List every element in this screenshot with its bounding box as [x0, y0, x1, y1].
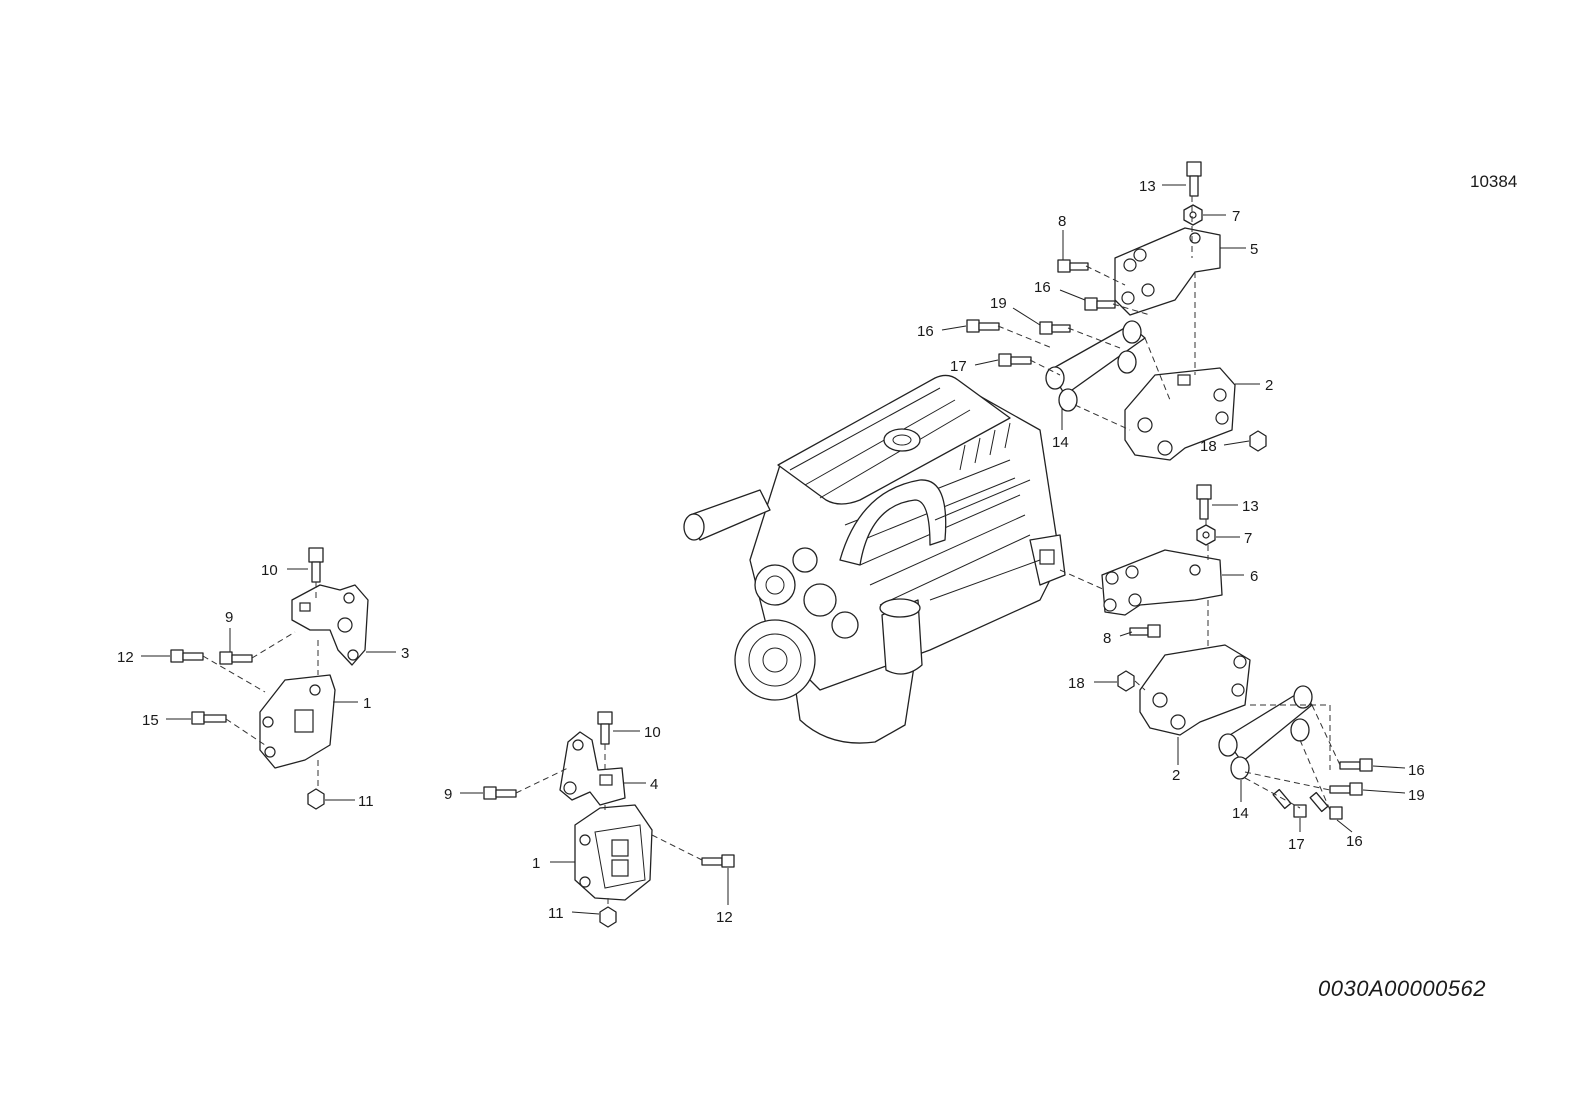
- callout-10-left: 10: [261, 562, 278, 579]
- nut-18-upper: [1249, 430, 1267, 452]
- bolt-16-upper-b: [966, 319, 1000, 333]
- bolt-8-upper: [1057, 259, 1089, 273]
- callout-16-upper-b: 16: [917, 323, 934, 340]
- bolt-8-middle: [1129, 624, 1161, 638]
- bracket-6: [1101, 549, 1223, 616]
- callout-14-middle: 14: [1232, 805, 1249, 822]
- engine-assembly: [683, 374, 1066, 744]
- callout-18-upper: 18: [1200, 438, 1217, 455]
- callout-7-upper: 7: [1232, 208, 1240, 225]
- callout-10-lower: 10: [644, 724, 661, 741]
- nut-18-middle: [1117, 670, 1135, 692]
- bolt-10-left: [308, 547, 324, 583]
- bolt-17-middle: [1272, 788, 1307, 818]
- callout-16-middle-b: 16: [1346, 833, 1363, 850]
- bolt-16-upper-a: [1084, 297, 1116, 311]
- callout-9-left: 9: [225, 609, 233, 626]
- nut-11-left: [307, 788, 325, 810]
- callout-16-middle-a: 16: [1408, 762, 1425, 779]
- callout-19-upper: 19: [990, 295, 1007, 312]
- callout-8-middle: 8: [1103, 630, 1111, 647]
- drawing-code: 0030A00000562: [1318, 976, 1486, 1001]
- upper-right-mount-group: [966, 161, 1267, 461]
- lower-middle-mount-group: [483, 711, 735, 928]
- mount-2-upper: [1124, 367, 1236, 461]
- bolt-12-left: [170, 649, 204, 663]
- callout-12-lower: 12: [716, 909, 733, 926]
- callout-11-left: 11: [358, 793, 374, 810]
- callout-2-upper: 2: [1265, 377, 1273, 394]
- callout-13-upper: 13: [1139, 178, 1156, 195]
- mount-2-middle: [1139, 644, 1251, 736]
- left-mount-group: [170, 547, 369, 810]
- callout-8-upper: 8: [1058, 213, 1066, 230]
- bolt-19-middle: [1329, 782, 1363, 796]
- bolt-9-lower: [483, 786, 517, 800]
- callout-17-upper: 17: [950, 358, 967, 375]
- bolt-17-upper: [998, 353, 1032, 367]
- callout-2-middle: 2: [1172, 767, 1180, 784]
- bolt-15-left: [191, 711, 227, 725]
- callout-17-middle: 17: [1288, 836, 1305, 853]
- leader-lines: [141, 184, 1406, 915]
- bolt-9-left: [219, 651, 253, 665]
- callout-13-middle: 13: [1242, 498, 1259, 515]
- callout-3: 3: [401, 645, 409, 662]
- bolt-19-upper: [1039, 321, 1071, 335]
- callout-11-lower: 11: [548, 905, 564, 922]
- bolt-13-upper: [1186, 161, 1202, 197]
- callout-14-upper: 14: [1052, 434, 1069, 451]
- callout-18-middle: 18: [1068, 675, 1085, 692]
- callout-16-upper-a: 16: [1034, 279, 1051, 296]
- bolt-10-lower: [597, 711, 613, 745]
- bolt-12-lower: [701, 854, 735, 868]
- callout-12-left: 12: [117, 649, 134, 666]
- callout-7-middle: 7: [1244, 530, 1252, 547]
- bolt-16-middle-a: [1339, 758, 1373, 772]
- nut-11-lower: [599, 906, 617, 928]
- bolt-16-middle-b: [1309, 791, 1343, 820]
- figure-number: 10384: [1470, 172, 1518, 191]
- callout-1-lower: 1: [532, 855, 540, 872]
- middle-right-mount-group: [1059, 484, 1373, 820]
- callout-labels: 13 7 8 5 16 19 16 17 2 14 18 13 7 6 8 18…: [117, 178, 1425, 926]
- callout-1-left: 1: [363, 695, 371, 712]
- callout-19-middle: 19: [1408, 787, 1425, 804]
- bracket-3: [291, 584, 369, 666]
- bolt-13-middle: [1196, 484, 1212, 520]
- callout-9-lower: 9: [444, 786, 452, 803]
- callout-4: 4: [650, 776, 658, 793]
- callout-5: 5: [1250, 241, 1258, 258]
- callout-15: 15: [142, 712, 159, 729]
- callout-6: 6: [1250, 568, 1258, 585]
